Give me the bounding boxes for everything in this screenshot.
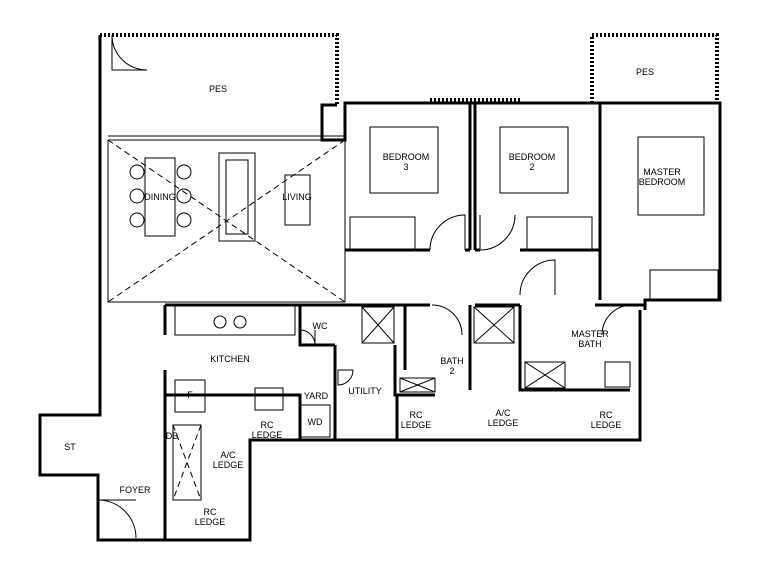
label-rc-ledge-right-2: LEDGE — [591, 420, 622, 430]
label-ac-ledge-small-2: LEDGE — [213, 460, 244, 470]
label-foyer: FOYER — [119, 485, 151, 495]
furniture — [129, 126, 719, 501]
label-dining: DINING — [144, 192, 176, 202]
label-rc-ledge-right: RC — [600, 410, 613, 420]
label-bedroom3: BEDROOM — [383, 152, 430, 162]
label-master-bedroom: MASTER — [643, 167, 681, 177]
label-store: ST — [64, 442, 76, 452]
label-master-bath-2: BATH — [578, 339, 601, 349]
label-master-bedroom-2: BEDROOM — [639, 177, 686, 187]
label-rc-ledge-foyer: RC — [204, 507, 217, 517]
label-bedroom3-num: 3 — [403, 162, 408, 172]
label-utility: UTILITY — [348, 386, 382, 396]
label-ac-ledge-large-2: LEDGE — [488, 418, 519, 428]
walls — [38, 33, 722, 542]
label-kitchen: KITCHEN — [210, 354, 250, 364]
label-rc-ledge-mid: RC — [410, 410, 423, 420]
label-rc-ledge-mid-2: LEDGE — [401, 420, 432, 430]
label-master-bath: MASTER — [571, 329, 609, 339]
label-yard: YARD — [304, 391, 329, 401]
label-rc-ledge-kitchen: RC — [261, 420, 274, 430]
label-ac-ledge-large: A/C — [495, 408, 511, 418]
label-wc: WC — [313, 321, 328, 331]
label-bedroom2-num: 2 — [529, 162, 534, 172]
label-pes-right: PES — [636, 67, 654, 77]
label-bath2: BATH — [440, 356, 463, 366]
doors — [97, 34, 633, 539]
label-pes-left: PES — [209, 84, 227, 94]
label-wd: WD — [308, 417, 323, 427]
label-bath2-num: 2 — [449, 366, 454, 376]
label-living: LIVING — [282, 192, 312, 202]
label-fridge: F — [187, 390, 193, 400]
label-bedroom2: BEDROOM — [509, 152, 556, 162]
label-rc-ledge-kitchen-2: LEDGE — [252, 430, 283, 440]
label-db: DB — [166, 431, 179, 441]
label-ac-ledge-small: A/C — [220, 450, 236, 460]
room-labels: PES PES BEDROOM 3 BEDROOM 2 MASTER BEDRO… — [64, 67, 685, 527]
label-rc-ledge-foyer-2: LEDGE — [195, 517, 226, 527]
